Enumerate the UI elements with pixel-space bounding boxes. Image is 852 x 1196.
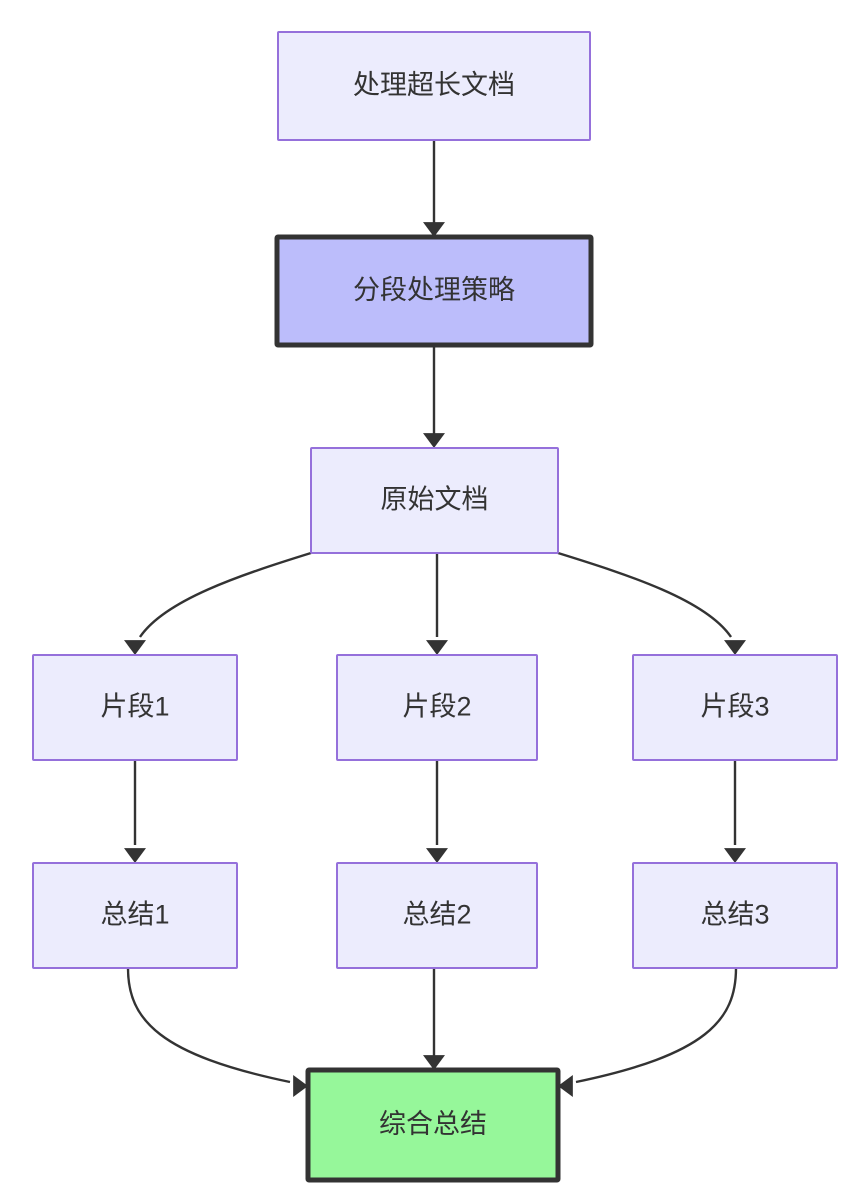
edge-n2-to-n3 [423, 345, 445, 448]
node-n7[interactable]: 总结1 [32, 862, 238, 969]
edge-n9-to-n10 [558, 967, 738, 1097]
edge-n8-to-n10 [423, 968, 445, 1070]
node-n6[interactable]: 片段3 [632, 654, 838, 761]
node-n5[interactable]: 片段2 [336, 654, 538, 761]
node-box[interactable] [310, 447, 559, 554]
node-box[interactable] [336, 862, 538, 969]
edge-line [557, 551, 732, 638]
edges-layer [124, 140, 746, 1097]
node-label: 处理超长文档 [353, 70, 515, 100]
arrow-head-icon [724, 640, 746, 655]
edge-n3-to-n6 [557, 551, 746, 655]
node-n10[interactable]: 综合总结 [305, 1067, 561, 1183]
node-n1[interactable]: 处理超长文档 [277, 31, 591, 141]
node-box[interactable] [305, 1067, 561, 1183]
arrow-head-icon [423, 433, 445, 448]
node-box[interactable] [336, 654, 538, 761]
edge-line [575, 967, 738, 1084]
node-box[interactable] [32, 862, 238, 969]
node-n9[interactable]: 总结3 [632, 862, 838, 969]
arrow-head-icon [558, 1075, 573, 1097]
arrow-head-icon [293, 1075, 308, 1097]
edge-n4-to-n7 [124, 760, 146, 863]
node-label: 片段1 [100, 692, 169, 722]
node-box[interactable] [632, 862, 838, 969]
edge-n1-to-n2 [423, 140, 445, 237]
node-n4[interactable]: 片段1 [32, 654, 238, 761]
node-label: 总结1 [100, 900, 169, 930]
node-label: 综合总结 [379, 1109, 487, 1139]
edge-line [139, 551, 312, 638]
edge-n6-to-n9 [724, 760, 746, 863]
node-label: 原始文档 [381, 485, 489, 515]
node-label: 总结2 [402, 900, 471, 930]
edge-n3-to-n5 [426, 553, 448, 655]
node-box[interactable] [277, 31, 591, 141]
edge-n5-to-n8 [426, 760, 448, 863]
arrow-head-icon [423, 1055, 445, 1070]
arrow-head-icon [423, 222, 445, 237]
edge-line [126, 967, 291, 1084]
arrow-head-icon [124, 848, 146, 863]
node-n8[interactable]: 总结2 [336, 862, 538, 969]
arrow-head-icon [124, 640, 146, 655]
arrow-head-icon [724, 848, 746, 863]
node-label: 分段处理策略 [353, 275, 515, 305]
node-box[interactable] [274, 234, 594, 348]
node-box[interactable] [632, 654, 838, 761]
arrow-head-icon [426, 848, 448, 863]
arrow-head-icon [426, 640, 448, 655]
node-n3[interactable]: 原始文档 [310, 447, 559, 554]
node-box[interactable] [32, 654, 238, 761]
node-label: 片段3 [700, 692, 769, 722]
node-n2[interactable]: 分段处理策略 [274, 234, 594, 348]
node-label: 总结3 [700, 900, 769, 930]
edge-n3-to-n4 [124, 551, 312, 655]
edge-n7-to-n10 [126, 967, 308, 1097]
node-label: 片段2 [402, 692, 471, 722]
